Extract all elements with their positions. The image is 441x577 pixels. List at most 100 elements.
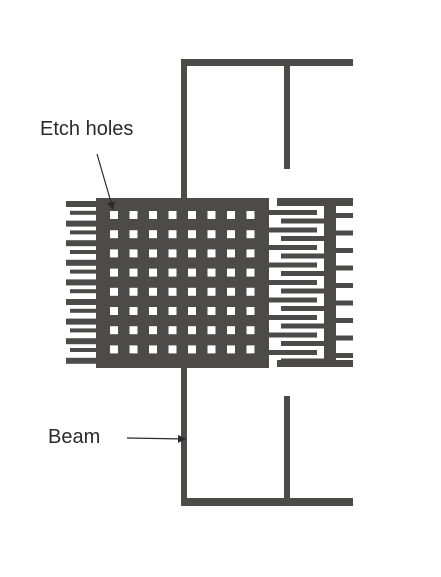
etch-hole xyxy=(168,326,177,335)
right-moving-finger xyxy=(269,245,317,250)
right-moving-finger xyxy=(269,280,317,285)
etch-hole xyxy=(149,326,157,335)
right-fixed-finger xyxy=(281,236,324,241)
etch-hole xyxy=(110,345,118,354)
etch-hole xyxy=(129,287,138,296)
proof-mass xyxy=(96,198,269,368)
right-outer-finger xyxy=(336,283,353,288)
etch-hole xyxy=(110,326,118,335)
beam-arrow xyxy=(126,434,186,443)
right-outer-finger xyxy=(336,300,353,306)
right-comb-drive xyxy=(269,198,353,367)
etch-hole xyxy=(207,230,216,239)
etch-hole xyxy=(168,268,177,277)
left-comb-finger xyxy=(70,230,96,235)
etch-hole xyxy=(246,326,255,335)
etch-hole xyxy=(246,345,255,354)
right-fixed-finger xyxy=(281,323,324,329)
etch-hole xyxy=(207,345,216,354)
left-comb-finger xyxy=(70,348,96,352)
etch-hole xyxy=(110,307,118,315)
etch-hole xyxy=(149,345,157,354)
etch-hole xyxy=(227,345,235,354)
etch-hole xyxy=(246,307,255,315)
etch-hole xyxy=(149,211,157,219)
beam-label: Beam xyxy=(48,426,101,448)
etch-hole xyxy=(168,307,177,315)
etch-holes-arrow xyxy=(96,153,115,210)
right-fixed-finger xyxy=(281,253,324,259)
right-moving-finger xyxy=(269,332,317,338)
etch-hole xyxy=(110,230,118,239)
left-comb-drive xyxy=(66,201,96,364)
left-comb-finger xyxy=(66,220,96,227)
etch-hole xyxy=(227,307,235,315)
right-outer-finger xyxy=(336,353,353,358)
right-fixed-finger xyxy=(281,341,324,346)
etch-hole xyxy=(207,211,216,219)
etch-hole xyxy=(129,268,138,277)
right-moving-finger xyxy=(269,350,317,355)
etch-hole xyxy=(207,268,216,277)
etch-hole xyxy=(188,345,196,354)
right-outer-finger xyxy=(336,265,353,271)
right-outer-finger xyxy=(336,230,353,236)
left-comb-finger xyxy=(70,269,96,274)
etch-hole xyxy=(110,287,118,296)
left-comb-finger xyxy=(66,299,96,305)
etch-hole xyxy=(129,326,138,335)
left-comb-finger xyxy=(66,240,96,247)
etch-hole xyxy=(246,249,255,258)
etch-hole xyxy=(207,287,216,296)
etch-hole-grid xyxy=(110,211,255,354)
etch-hole xyxy=(207,307,216,315)
left-comb-finger xyxy=(70,289,96,294)
etch-hole xyxy=(149,268,157,277)
right-fixed-finger xyxy=(281,358,324,364)
left-comb-finger xyxy=(66,338,96,345)
etch-hole xyxy=(246,268,255,277)
right-outer-finger xyxy=(336,335,353,341)
etch-hole xyxy=(129,345,138,354)
right-moving-finger xyxy=(269,315,317,320)
left-comb-finger xyxy=(66,201,96,207)
right-comb-top-bar xyxy=(277,198,353,206)
right-moving-finger xyxy=(269,262,317,268)
left-comb-finger xyxy=(70,250,96,254)
etch-hole xyxy=(246,211,255,219)
etch-hole xyxy=(188,307,196,315)
left-comb-finger xyxy=(70,308,96,313)
bottom-anchor-frame xyxy=(181,368,353,506)
bottom-frame-bar xyxy=(181,498,353,506)
right-fixed-finger xyxy=(281,306,324,311)
right-fixed-finger xyxy=(281,271,324,276)
top-frame-bar xyxy=(181,59,353,66)
etch-hole xyxy=(168,230,177,239)
top-inner-post xyxy=(284,59,290,169)
etch-hole xyxy=(227,249,235,258)
etch-hole xyxy=(227,211,235,219)
right-outer-finger xyxy=(336,318,353,323)
left-comb-finger xyxy=(70,328,96,333)
etch-hole xyxy=(149,230,157,239)
etch-hole xyxy=(129,230,138,239)
bottom-beam xyxy=(181,368,187,506)
etch-hole xyxy=(227,326,235,335)
right-fixed-finger xyxy=(281,218,324,224)
right-outer-finger xyxy=(336,213,353,218)
right-comb-spine xyxy=(324,198,336,367)
etch-hole xyxy=(246,230,255,239)
left-comb-finger xyxy=(66,259,96,266)
etch-hole xyxy=(207,249,216,258)
right-moving-finger xyxy=(269,227,317,233)
etch-hole xyxy=(227,287,235,296)
etch-hole xyxy=(110,268,118,277)
top-beam xyxy=(181,59,187,199)
etch-hole xyxy=(129,249,138,258)
etch-hole xyxy=(188,249,196,258)
left-comb-finger xyxy=(66,357,96,364)
top-anchor-frame xyxy=(181,59,353,199)
right-moving-finger xyxy=(269,297,317,303)
etch-hole xyxy=(129,307,138,315)
